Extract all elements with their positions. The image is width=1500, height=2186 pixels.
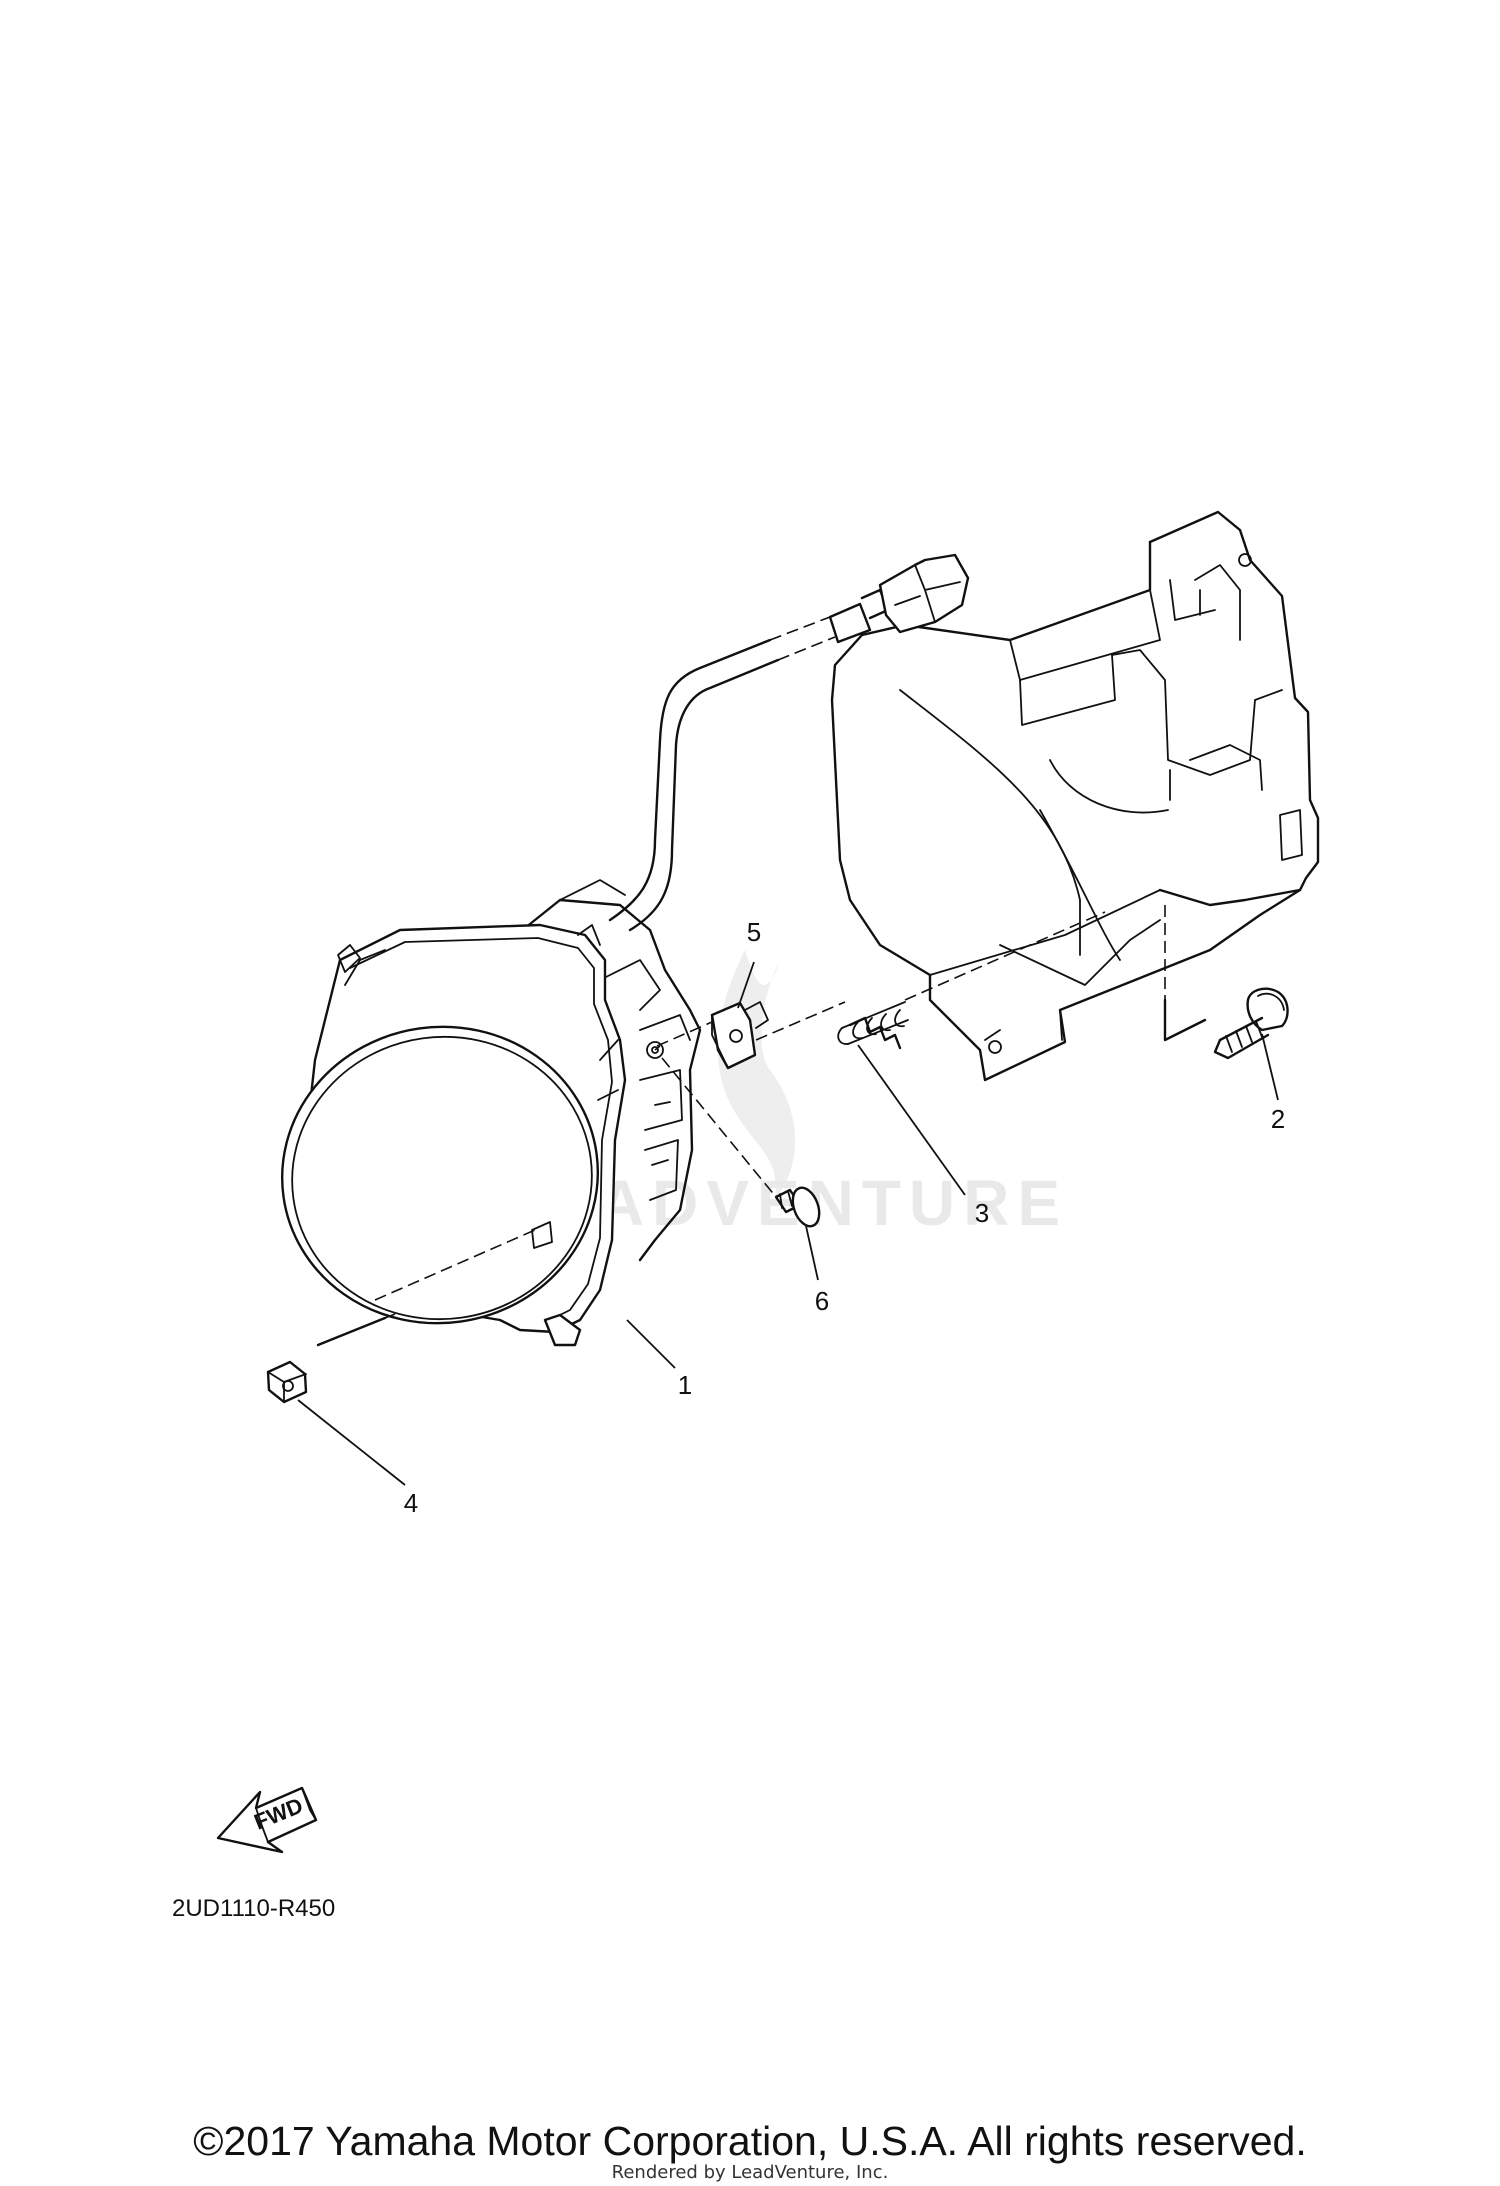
copyright-notice: ©2017 Yamaha Motor Corporation, U.S.A. A…	[193, 2118, 1307, 2164]
part-5-clip	[710, 1001, 769, 1070]
part-3-spring	[837, 1001, 909, 1050]
drawing-code: 2UD1110-R450	[172, 1895, 335, 1922]
callout-5: 5	[747, 917, 761, 947]
part-2-screw	[1213, 987, 1289, 1060]
callout-3: 3	[975, 1198, 989, 1228]
part-4-nut	[266, 1360, 308, 1404]
rendered-by-note: Rendered by LeadVenture, Inc.	[611, 2162, 889, 2183]
callout-6: 6	[815, 1286, 829, 1316]
wire-harness	[608, 553, 970, 932]
headlight-assembly	[280, 879, 702, 1347]
assembly-axis-lines	[316, 911, 1106, 1347]
callout-1: 1	[678, 1370, 692, 1400]
headlight-bracket	[830, 510, 1320, 1082]
callout-2: 2	[1271, 1104, 1285, 1134]
callout-4: 4	[404, 1488, 418, 1518]
part-6-screw	[774, 1186, 821, 1228]
fwd-arrow-icon: FWD	[216, 1786, 318, 1854]
leader-lines	[297, 961, 1279, 1486]
